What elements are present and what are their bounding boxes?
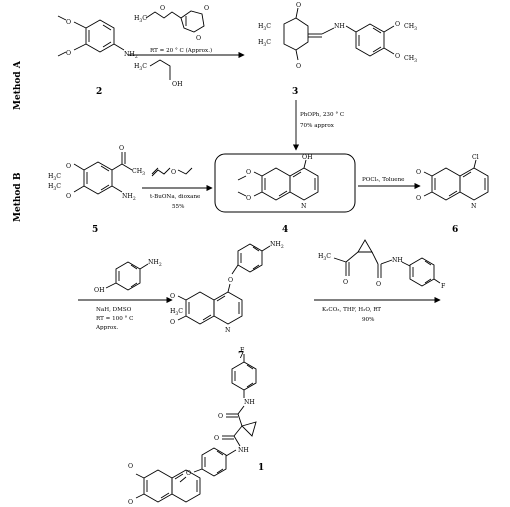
o-atom-label: O xyxy=(119,145,124,152)
ch3-label: CH3 xyxy=(132,168,145,177)
o-atom-label: O xyxy=(170,293,175,300)
compound-4-structure: OH N O O xyxy=(237,154,319,210)
method-a-label: Method A xyxy=(13,60,23,110)
nh-label: NH xyxy=(392,257,403,264)
compound-1-label: 1 xyxy=(258,463,264,473)
f-atom-label: F xyxy=(441,283,446,290)
compound-3-label: 3 xyxy=(292,87,298,97)
cl-atom-label: Cl xyxy=(472,154,479,161)
o-atom-label: O xyxy=(416,169,421,176)
o-atom-label: O xyxy=(170,319,175,326)
o-atom-label: O xyxy=(246,169,251,176)
compound-7-label: 7 xyxy=(238,351,244,361)
condition-step1: RT = 20 ° C (Approx.) xyxy=(150,47,212,54)
o-atom-label: O xyxy=(196,35,201,42)
o-atom-label: O xyxy=(343,279,348,286)
n-atom-label: N xyxy=(301,203,307,210)
reagent-cyclopropane-amide: O H3C O NH F xyxy=(318,239,446,290)
compound-5-structure: O CH3 NH2 O O H3C H3C xyxy=(48,145,145,202)
o-atom-label: O xyxy=(228,277,233,284)
reagent-meldrum-derivative: H3C O O O xyxy=(134,5,209,42)
h3c-label: H3C xyxy=(258,23,271,32)
compound-6-label: 6 xyxy=(452,225,458,235)
h3c-label: H3C xyxy=(48,173,61,182)
o-atom-label: O xyxy=(128,499,133,506)
o-atom-label: O xyxy=(296,2,301,9)
condition-step2a: PhOPh, 230 ° C xyxy=(300,112,344,118)
condition-step6b: 90% xyxy=(362,317,374,323)
condition-step3b: 55% xyxy=(172,204,184,210)
nh-label: NH xyxy=(244,399,255,406)
o-atom-label: O xyxy=(66,50,71,57)
reagent-vinyl-ether: O xyxy=(151,167,193,177)
compound-4-label: 4 xyxy=(282,225,288,235)
compound-1-structure: F NH O O NH O O O xyxy=(128,347,257,506)
o-atom-label: O xyxy=(204,5,209,12)
o-atom-label: O xyxy=(160,5,165,12)
condition-step2b: 70% approx xyxy=(300,123,335,129)
ch3-label: CH3 xyxy=(404,23,417,32)
nh2-label: NH2 xyxy=(148,259,162,268)
oh-label: OH xyxy=(94,287,105,294)
reagent-ethanol: H3C OH xyxy=(134,59,183,88)
o-atom-label: O xyxy=(376,281,381,288)
compound-2-structure: O O NH2 xyxy=(57,15,138,60)
method-b-label: Method B xyxy=(13,172,23,222)
condition-step4: POCl₃, Toluene xyxy=(362,177,405,183)
o-atom-label: O xyxy=(128,463,133,470)
compound-6-structure: Cl N O O xyxy=(416,154,489,210)
compound-3-structure: O O H3C H3C NH O O CH3 CH3 xyxy=(258,2,417,70)
nh-label: NH xyxy=(334,23,345,30)
h3c-label: H3C xyxy=(134,15,147,24)
nh2-label: NH2 xyxy=(270,241,284,250)
condition-step5a: NaH, DMSO xyxy=(96,307,132,313)
o-atom-label: O xyxy=(395,53,400,60)
h3c-label: H3C xyxy=(170,308,183,317)
f-atom-label: F xyxy=(240,347,245,354)
h3c-label: H3C xyxy=(48,183,61,192)
o-atom-label: O xyxy=(66,19,71,26)
n-atom-label: N xyxy=(225,327,231,334)
nh-label: NH xyxy=(238,447,249,454)
o-atom-label: O xyxy=(395,21,400,28)
nh2-label: NH2 xyxy=(124,51,138,60)
nh2-label: NH2 xyxy=(122,193,136,202)
compound-7-structure: NH2 O N O O H3C xyxy=(170,241,284,334)
oh-label: OH xyxy=(302,154,313,161)
o-atom-label: O xyxy=(171,169,176,176)
o-atom-label: O xyxy=(186,470,191,477)
h3c-label: H3C xyxy=(134,63,147,72)
o-atom-label: O xyxy=(246,195,251,202)
condition-step5c: Approx. xyxy=(95,325,118,331)
o-atom-label: O xyxy=(416,195,421,202)
o-atom-label: O xyxy=(214,435,219,442)
condition-step5b: RT = 100 ° C xyxy=(96,316,133,322)
compound-5-label: 5 xyxy=(92,225,98,235)
h3c-label: H3C xyxy=(318,253,331,262)
n-atom-label: N xyxy=(471,203,477,210)
compound-2-label: 2 xyxy=(96,87,102,97)
h3c-label: H3C xyxy=(258,39,271,48)
oh-label: OH xyxy=(172,81,183,88)
o-atom-label: O xyxy=(66,163,71,170)
compound-4-box xyxy=(214,153,356,213)
o-atom-label: O xyxy=(218,413,223,420)
o-atom-label: O xyxy=(296,63,301,70)
ch3-label: CH3 xyxy=(404,55,417,64)
reagent-aminophenol: OH NH2 xyxy=(94,259,162,294)
o-atom-label: O xyxy=(66,193,71,200)
condition-step3a: t-BuONa, dioxane xyxy=(150,194,201,200)
condition-step6a: K₂CO₃, THF, H₂O, RT xyxy=(322,307,381,313)
